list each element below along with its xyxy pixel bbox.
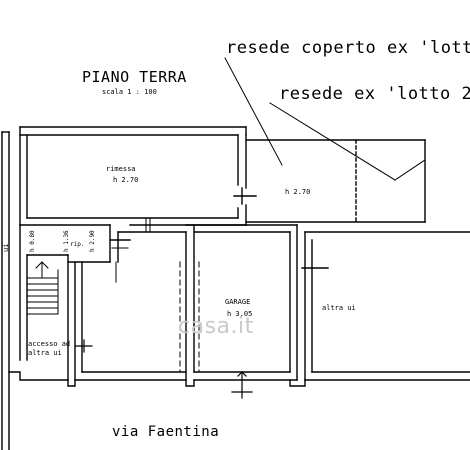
callout-leaders: [224, 57, 426, 181]
garage-height: h 3.05: [227, 310, 253, 318]
entrance-arrows: [75, 339, 253, 399]
right-unit-walls: [301, 231, 470, 381]
street-label: via Faentina: [112, 424, 220, 440]
garage-name: GARAGE: [225, 298, 251, 306]
wc-label: rip.: [70, 241, 85, 248]
garage-door-dashed: [179, 261, 200, 373]
left-boundary-wall: [1, 131, 10, 450]
height-label-3: h 2.90: [89, 230, 96, 252]
page-title: PIANO TERRA: [82, 68, 187, 86]
scale-label: scala 1 : 100: [102, 88, 157, 96]
garage-walls: [74, 224, 298, 381]
watermark-logo: casa.it: [178, 314, 254, 339]
storage-door-marker: [233, 187, 257, 205]
height-label-1: h 0.80: [29, 230, 36, 252]
right-unit-label: altra ui: [322, 304, 356, 312]
facade-profile: [8, 371, 306, 387]
entrance-label: accesso ad altra ui: [28, 340, 71, 358]
yard-callout: resede ex 'lotto 2: [279, 84, 470, 104]
corridor-door-ticks: [111, 217, 151, 283]
yard-room-height: h 2.70: [285, 188, 311, 196]
covered-yard-callout: resede coperto ex 'lotto: [226, 38, 470, 58]
storage-room-height: h 2.70: [113, 176, 139, 184]
left-unit-label: ui: [2, 243, 10, 252]
staircase: [26, 261, 59, 315]
yard-room-walls: [245, 134, 426, 223]
storage-room-name: rimessa: [106, 165, 136, 173]
